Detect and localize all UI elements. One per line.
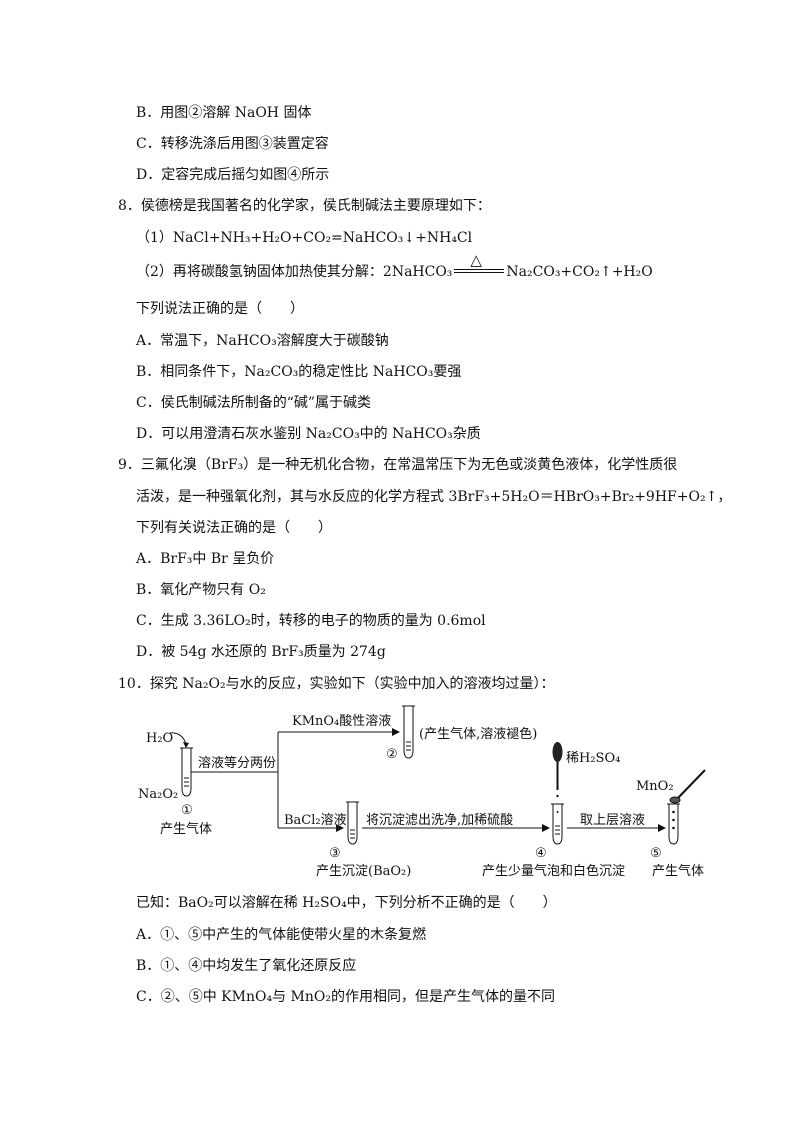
- equals-bar-top: [454, 269, 505, 270]
- test-tube-2: [403, 706, 414, 759]
- q8-eq2-arrow: △: [452, 251, 506, 282]
- test-tube-5: [668, 804, 679, 845]
- experiment-diagram: H₂O Na₂O₂ ① 产生气体 溶液等分两份 KMnO₄酸性溶液 ② (产生气…: [138, 705, 706, 879]
- q8-stem: 8．侯德榜是我国著名的化学家，侯氏制碱法主要原理如下：: [118, 198, 491, 214]
- tube-4-number: ④: [535, 846, 547, 861]
- h2o-arrow: [169, 732, 187, 745]
- tube-1-number: ①: [181, 803, 193, 818]
- q10-stem: 10．探究 Na₂O₂与水的反应，实验如下（实验中加入的溶液均过量）：: [118, 676, 555, 692]
- tube-1-caption: 产生气体: [160, 821, 212, 837]
- dropper-bulb: [552, 742, 563, 762]
- q7-option-d: D．定容完成后摇匀如图④所示: [136, 167, 330, 183]
- q10-option-b: B．①、④中均发生了氧化还原反应: [136, 958, 357, 974]
- q7-option-b: B．用图②溶解 NaOH 固体: [136, 105, 312, 121]
- test-tube-1: [181, 748, 192, 797]
- tube-4-caption: 产生少量气泡和白色沉淀: [482, 863, 625, 879]
- filter-label: 将沉淀滤出洗净,加稀硫酸: [366, 813, 513, 828]
- mno2-label: MnO₂: [636, 779, 674, 794]
- spatula-scoop: [669, 796, 681, 804]
- equals-bar-bottom: [454, 272, 505, 273]
- q10-option-c: C．②、⑤中 KMnO₄与 MnO₂的作用相同，但是产生气体的量不同: [136, 989, 555, 1005]
- q8-equation-2: （2）再将碳酸氢钠固体加热使其分解：2NaHCO₃ △ Na₂CO₃+CO₂↑+H₂…: [136, 251, 653, 282]
- q7-option-c: C．转移洗涤后用图③装置定容: [136, 136, 329, 152]
- tube-2-caption: (产生气体,溶液褪色): [419, 726, 537, 742]
- q9-option-c: C．生成 3.36LO₂时，转移的电子的物质的量为 0.6mol: [136, 613, 486, 629]
- q8-option-d: D．可以用澄清石灰水鉴别 Na₂CO₃中的 NaHCO₃杂质: [136, 426, 481, 442]
- test-tube-3: [347, 802, 358, 845]
- split-label: 溶液等分两份: [198, 755, 276, 771]
- na2o2-label: Na₂O₂: [138, 787, 178, 802]
- q8-option-c: C．侯氏制碱法所制备的“碱”属于碱类: [136, 395, 372, 411]
- q8-option-a: A．常温下，NaHCO₃溶解度大于碳酸钠: [136, 333, 389, 349]
- q9-question: 下列有关说法正确的是（ ）: [136, 520, 332, 536]
- q10-known: 已知：BaO₂可以溶解在稀 H₂SO₄中，下列分析不正确的是（ ）: [136, 895, 557, 911]
- tube-3-caption: 产生沉淀(BaO₂): [316, 864, 411, 879]
- tube-2-number: ②: [386, 747, 398, 762]
- q8-equation-1: （1）NaCl+NH₃+H₂O+CO₂=NaHCO₃↓+NH₄Cl: [136, 230, 473, 246]
- q9-stem-line-2: 活泼，是一种强氧化剂，其与水反应的化学方程式 3BrF₃+5H₂O＝HBrO₃+…: [136, 489, 732, 505]
- q8-question: 下列说法正确的是（ ）: [136, 301, 304, 317]
- heat-condition: △: [470, 251, 482, 269]
- spatula-handle: [677, 769, 706, 799]
- q9-option-d: D．被 54g 水还原的 BrF₃质量为 274g: [136, 644, 386, 660]
- h2so4-label: 稀H₂SO₄: [566, 751, 620, 766]
- q9-option-b: B．氧化产物只有 O₂: [136, 582, 266, 598]
- kmno4-label: KMnO₄酸性溶液: [292, 714, 391, 729]
- q8-eq2-left: （2）再将碳酸氢钠固体加热使其分解：2NaHCO₃: [136, 264, 453, 280]
- tube-5-number: ⑤: [650, 846, 662, 861]
- upper-layer-label: 取上层溶液: [580, 813, 645, 828]
- test-tube-4: [552, 804, 563, 845]
- q8-eq2-right: Na₂CO₃+CO₂↑+H₂O: [506, 264, 653, 280]
- bacl2-label: BaCl₂溶液: [284, 813, 347, 828]
- q10-option-a: A．①、⑤中产生的气体能使带火星的木条复燃: [136, 927, 427, 943]
- q8-option-b: B．相同条件下，Na₂CO₃的稳定性比 NaHCO₃要强: [136, 364, 462, 380]
- tube-5-caption: 产生气体: [652, 863, 704, 879]
- q9-stem-line-1: 9．三氟化溴（BrF₃）是一种无机化合物，在常温常压下为无色或淡黄色液体，化学性…: [118, 457, 678, 473]
- h2o-label: H₂O: [146, 731, 173, 746]
- q9-option-a: A．BrF₃中 Br 呈负价: [136, 551, 275, 567]
- tube-3-number: ③: [329, 846, 341, 861]
